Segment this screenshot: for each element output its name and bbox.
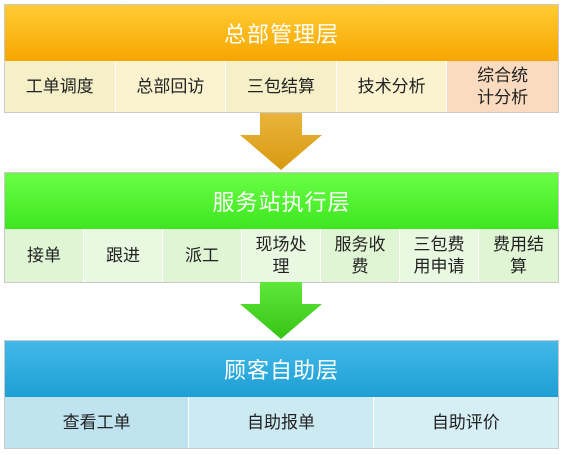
function-box: 总部回访 — [115, 61, 227, 112]
function-box: 技术分析 — [336, 61, 448, 112]
tier-items-row: 工单调度 总部回访 三包结算 技术分析 综合统计分析 — [5, 61, 558, 112]
function-box: 服务收费 — [321, 229, 400, 282]
function-box: 自助报单 — [189, 397, 374, 448]
function-box: 现场处理 — [242, 229, 321, 282]
tier-title: 总部管理层 — [5, 5, 558, 61]
tier-headquarters: 总部管理层 工单调度 总部回访 三包结算 技术分析 综合统计分析 — [4, 4, 559, 113]
tier-customer-self-service: 顾客自助层 查看工单 自助报单 自助评价 — [4, 340, 559, 449]
function-box: 综合统计分析 — [447, 61, 558, 112]
function-box: 跟进 — [84, 229, 163, 282]
down-arrow-icon — [240, 113, 322, 170]
function-box: 接单 — [5, 229, 84, 282]
function-box: 费用结算 — [493, 234, 544, 277]
down-arrow-icon — [240, 282, 322, 339]
tier-title: 服务站执行层 — [5, 173, 558, 229]
tier-service-station: 服务站执行层 接单 跟进 派工 现场处理 服务收费 三包费用申请 费用结算 — [4, 172, 559, 283]
function-box: 工单调度 — [5, 61, 116, 112]
function-box: 三包结算 — [226, 61, 337, 112]
tier-items-row: 查看工单 自助报单 自助评价 — [5, 397, 558, 448]
tier-items-row: 接单 跟进 派工 现场处理 服务收费 三包费用申请 费用结算 — [5, 229, 558, 282]
function-box: 查看工单 — [5, 397, 190, 448]
function-box: 自助评价 — [373, 397, 558, 448]
function-box: 派工 — [163, 229, 242, 282]
tier-title: 顾客自助层 — [5, 341, 558, 397]
function-box: 三包费用申请 — [400, 229, 479, 282]
